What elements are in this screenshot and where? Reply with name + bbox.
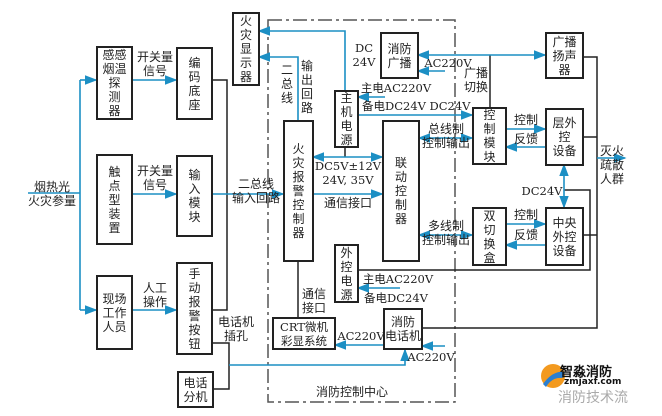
linkage-controller-box: 联 动 控 制 器: [382, 120, 420, 262]
control-label: 控制: [513, 113, 538, 127]
multi-line-control-output-label: 多线制 控制输出: [421, 219, 470, 247]
crt-system-box: CRT微机 彩显系统: [272, 317, 336, 350]
field-staff-box: 现场 工作 人员: [96, 275, 133, 350]
smoke-heat-detector-box: 感感 烟温 探 测 器: [96, 46, 133, 120]
feedback-label: 反馈: [513, 228, 538, 242]
main-power-label: 主电AC220V: [360, 81, 432, 95]
fire-alarm-controller-box: 火 灾 报 警 控 制 器: [283, 120, 314, 262]
signal-arrows: [28, 26, 627, 366]
fire-display-box: 火 灾 显 示 器: [232, 12, 260, 86]
contact-device-box: 触 点 型 装 置: [96, 154, 133, 245]
ac220v-phone-label: AC220V: [407, 350, 455, 364]
floor-external-device-box: 层外控 设备: [545, 108, 584, 166]
watermark-channel: 消防技术流: [558, 390, 628, 406]
dual-switch-box: 双 切 换 盒: [472, 207, 507, 266]
main-power-label: 主电AC220V: [362, 272, 434, 286]
control-center-label: 消防控制中心: [315, 385, 388, 399]
backup-power-label: 备电DC24V: [362, 99, 426, 113]
dc24v-mid-label: DC24V: [521, 184, 563, 198]
ac220v-crt-label: AC220V: [337, 329, 385, 343]
control-label: 控制: [513, 208, 538, 222]
broadcast-speaker-box: 广播 扬声器: [545, 32, 584, 79]
control-module-box: 控 制 模 块: [472, 107, 507, 165]
fire-phone-box: 消防 电话机: [383, 308, 423, 350]
two-bus-label: 二 总 线: [280, 63, 293, 105]
phone-jack-label: 电话机 插孔: [217, 315, 254, 343]
switch-signal-label: 开关量 信号: [136, 50, 173, 78]
dc-voltages-label: DC5V±12V 24V, 35V: [314, 159, 382, 187]
broadcast-switch-label: 广播 切换: [463, 66, 488, 94]
switch-signal-label: 开关量 信号: [136, 164, 173, 192]
fire-broadcast-box: 消防 广播: [380, 32, 419, 79]
black-wires: [213, 55, 598, 390]
two-bus-input-label: 二总线 输入回路: [231, 177, 280, 205]
brand-logo-icon: [541, 364, 565, 388]
manual-alarm-button-box: 手 动 报 警 按 钮: [176, 262, 213, 355]
watermark: 智淼消防 zmjaxf.com 消防技术流: [536, 362, 660, 414]
manual-operation-label: 人工 操作: [142, 281, 167, 309]
control-center-boundary: [267, 19, 456, 403]
extinguish-evacuate-label: 灭火 疏散 人群: [599, 144, 624, 186]
dc24v-module-label: DC24V: [429, 99, 471, 113]
phone-extension-box: 电话 分机: [177, 371, 214, 408]
dc24v-label: DC 24V: [352, 41, 376, 69]
watermark-brand: 智淼消防: [560, 365, 613, 380]
input-module-box: 输 入 模 块: [176, 155, 213, 237]
comm-interface-label: 通信 接口: [301, 287, 326, 315]
coding-base-box: 编 码 底 座: [176, 47, 213, 120]
central-external-device-box: 中央 外控 设备: [545, 207, 584, 266]
comm-interface-label: 通信接口: [323, 196, 372, 210]
watermark-site: zmjaxf.com: [564, 377, 622, 387]
ac220v-broadcast-label: AC220V: [424, 56, 472, 70]
external-power-box: 外 控 电 源: [334, 244, 359, 303]
host-power-box: 主 机 电 源: [334, 90, 359, 148]
output-loop-label: 输 出 回 路: [300, 59, 313, 115]
feedback-label: 反馈: [513, 132, 538, 146]
backup-power-label: 备电DC24V: [364, 291, 428, 305]
fire-params-label: 烟热光 火灾参量: [27, 180, 76, 208]
bus-control-output-label: 总线制 控制输出: [421, 122, 470, 150]
